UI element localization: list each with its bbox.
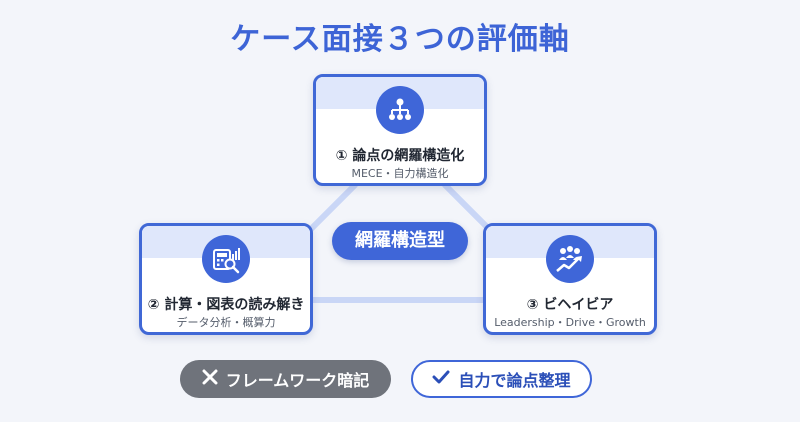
center-type-label: 網羅構造型 xyxy=(332,222,468,260)
self-structuring-badge: 自力で論点整理 xyxy=(411,360,592,398)
hierarchy-icon xyxy=(376,86,424,134)
card-subtitle: MECE・自力構造化 xyxy=(351,167,449,180)
card-title: ① 論点の網羅構造化 xyxy=(335,148,465,164)
framework-memorization-badge: フレームワーク暗記 xyxy=(180,360,391,398)
card-behavioral: ③ ビヘイビア Leadership・Drive・Growth xyxy=(483,223,657,335)
card-subtitle: Leadership・Drive・Growth xyxy=(494,316,646,329)
badge-label: フレームワーク暗記 xyxy=(225,371,370,390)
cross-icon xyxy=(202,369,218,389)
card-subtitle: データ分析・概算力 xyxy=(176,316,276,329)
check-icon xyxy=(432,369,450,389)
calculator-chart-icon xyxy=(202,235,250,283)
page-title: ケース面接３つの評価軸 xyxy=(230,22,570,57)
card-calculation-charts: ② 計算・図表の読み解き データ分析・概算力 xyxy=(139,223,313,335)
card-title: ③ ビヘイビア xyxy=(526,297,614,313)
team-growth-icon xyxy=(546,235,594,283)
card-issue-structuring: ① 論点の網羅構造化 MECE・自力構造化 xyxy=(313,74,487,186)
card-title: ② 計算・図表の読み解き xyxy=(147,297,305,313)
badge-label: 自力で論点整理 xyxy=(458,371,571,390)
